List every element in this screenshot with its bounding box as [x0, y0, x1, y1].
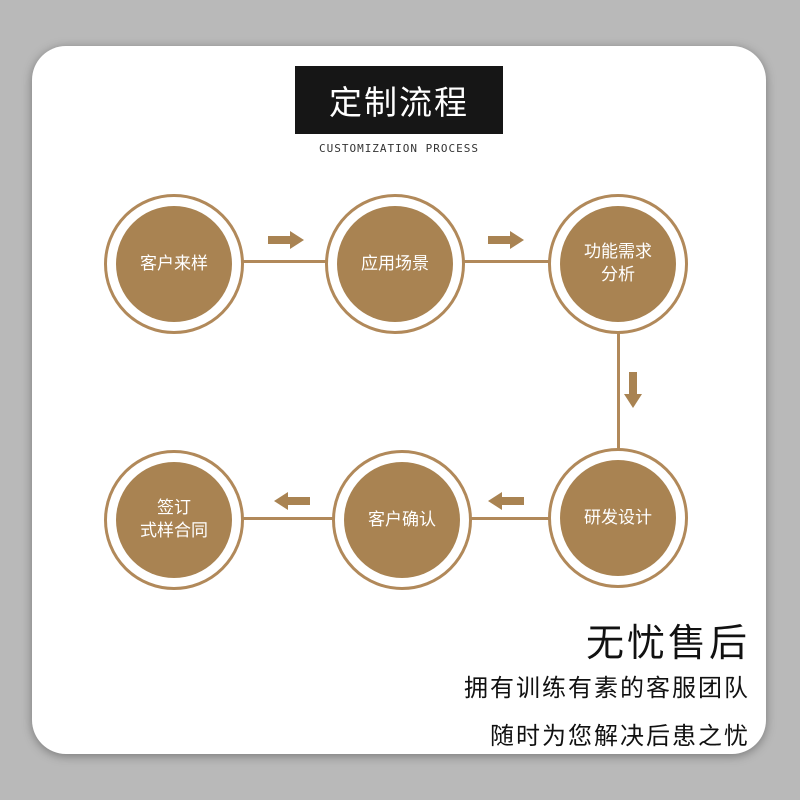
after-sales-line-2: 随时为您解决后患之忧	[490, 722, 750, 750]
step-sign-contract: 签订 式样合同	[104, 450, 244, 590]
arrow-left-icon	[274, 492, 310, 510]
step-label: 应用场景	[337, 206, 453, 322]
step-label: 客户确认	[344, 462, 460, 578]
step-function-analysis: 功能需求 分析	[548, 194, 688, 334]
arrow-left-icon	[488, 492, 524, 510]
step-label: 客户来样	[116, 206, 232, 322]
step-customer-confirm: 客户确认	[332, 450, 472, 590]
step-customer-sample: 客户来样	[104, 194, 244, 334]
after-sales-heading: 无忧售后	[585, 621, 750, 665]
step-label: 研发设计	[560, 460, 676, 576]
arrow-right-icon	[268, 231, 304, 249]
step-rd-design: 研发设计	[548, 448, 688, 588]
arrow-right-icon	[488, 231, 524, 249]
process-card: 定制流程 CUSTOMIZATION PROCESS 客户来样 应用场景 功能需…	[32, 46, 766, 754]
connector-line-vertical	[617, 260, 620, 518]
arrow-down-icon	[624, 372, 642, 408]
after-sales-line-1: 拥有训练有素的客服团队	[464, 674, 750, 702]
page-title: 定制流程	[295, 66, 503, 134]
step-label: 签订 式样合同	[116, 462, 232, 578]
step-application-scenario: 应用场景	[325, 194, 465, 334]
step-label: 功能需求 分析	[560, 206, 676, 322]
page-subtitle: CUSTOMIZATION PROCESS	[318, 142, 480, 155]
